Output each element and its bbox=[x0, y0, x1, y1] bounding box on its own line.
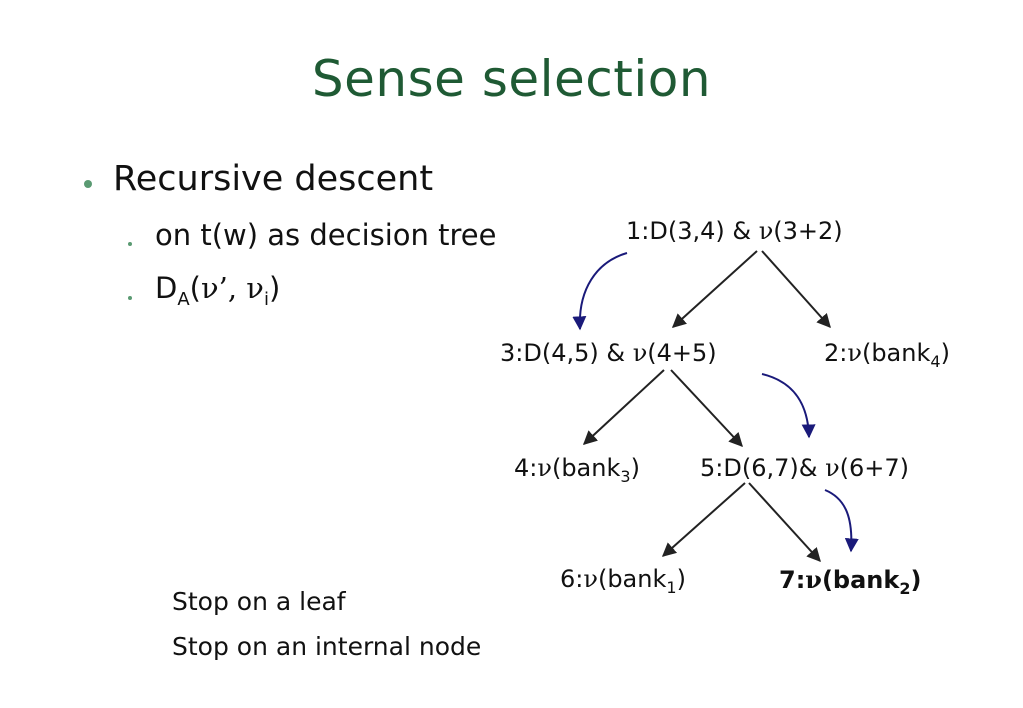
sub-bullet-decision-tree: on t(w) as decision tree bbox=[155, 218, 497, 252]
edge-1-2 bbox=[761, 250, 831, 329]
tree-node-3: 3:D(4,5) & ν(4+5) bbox=[500, 339, 717, 367]
bullet-dot bbox=[84, 180, 92, 188]
tree-node-5: 5:D(6,7)& ν(6+7) bbox=[700, 454, 910, 482]
bullet-recursive-descent: Recursive descent bbox=[113, 159, 434, 199]
sub-bullet-distance-formula: DA(ν’, νi) bbox=[155, 271, 281, 310]
note-stop-leaf: Stop on a leaf bbox=[172, 587, 346, 616]
slide-title: Sense selection bbox=[311, 50, 712, 108]
edge-1-3 bbox=[671, 250, 758, 328]
edge-3-5 bbox=[670, 369, 743, 448]
sub-bullet-dot bbox=[128, 296, 132, 300]
tree-node-6: 6:ν(bank1) bbox=[560, 565, 686, 597]
edge-5-6 bbox=[661, 482, 746, 557]
edge-5-7 bbox=[748, 482, 821, 563]
path-arrow-3-5 bbox=[761, 373, 816, 439]
note-stop-internal: Stop on an internal node bbox=[172, 632, 482, 661]
tree-node-4: 4:ν(bank3) bbox=[514, 454, 640, 486]
tree-node-2: 2:ν(bank4) bbox=[824, 339, 950, 371]
path-arrow-1-3 bbox=[572, 252, 628, 331]
tree-node-7-selected: 7:ν(bank2) bbox=[779, 565, 922, 598]
edge-3-4 bbox=[582, 369, 665, 445]
tree-node-1: 1:D(3,4) & ν(3+2) bbox=[626, 217, 843, 245]
sub-bullet-dot bbox=[128, 242, 132, 246]
path-arrow-5-7 bbox=[824, 489, 859, 553]
